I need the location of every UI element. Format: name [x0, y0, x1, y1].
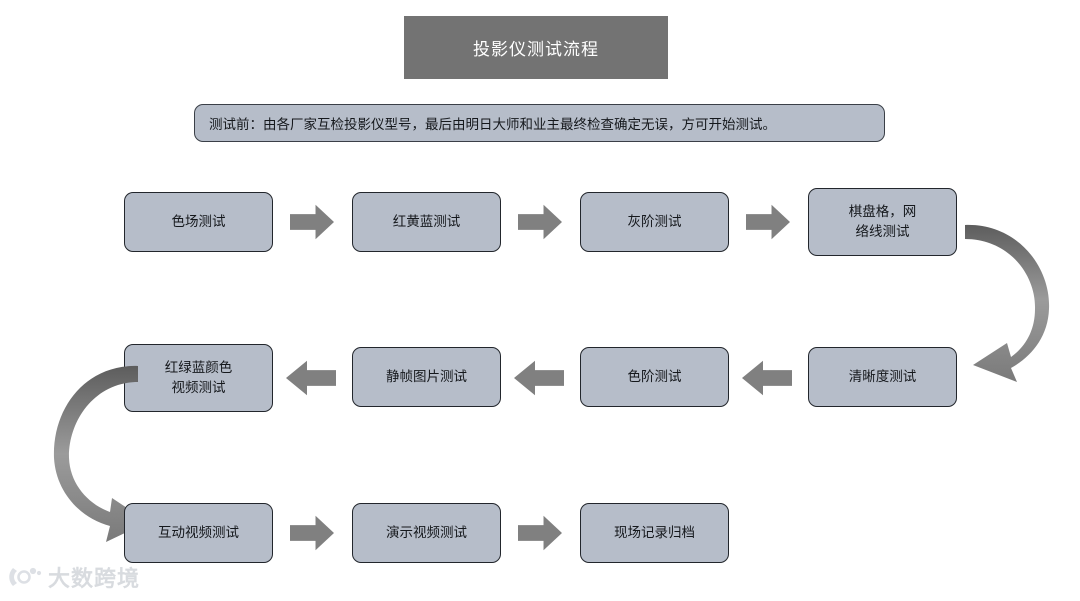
curve-arrow-right	[965, 224, 1050, 382]
flow-node-6[interactable]: 静帧图片测试	[352, 347, 501, 407]
flow-node-10[interactable]: 演示视频测试	[352, 503, 501, 563]
flow-node-label: 棋盘格，网 络线测试	[848, 204, 917, 239]
arrow-left-1	[742, 360, 792, 396]
flow-node-label: 灰阶测试	[627, 214, 682, 230]
flow-node-11[interactable]: 现场记录归档	[580, 503, 729, 563]
precondition-note-text: 测试前：由各厂家互检投影仪型号，最后由明日大师和业主最终检查确定无误，方可开始测…	[209, 117, 776, 132]
watermark-text: 大数跨境	[48, 566, 141, 591]
flow-node-2[interactable]: 红黄蓝测试	[352, 192, 501, 252]
arrow-left-3	[286, 360, 336, 396]
flow-node-label: 清晰度测试	[848, 369, 917, 385]
flow-node-label: 演示视频测试	[386, 525, 467, 541]
flow-node-5[interactable]: 红绿蓝颜色 视频测试	[124, 344, 273, 412]
title-banner: 投影仪测试流程	[404, 16, 668, 79]
arrow-left-2	[514, 360, 564, 396]
flow-node-label: 互动视频测试	[158, 525, 239, 541]
flow-node-4[interactable]: 棋盘格，网 络线测试	[808, 188, 957, 256]
page-title: 投影仪测试流程	[473, 40, 599, 59]
arrow-right-4	[290, 515, 334, 551]
watermark-logo-icon	[9, 567, 42, 586]
flow-node-label: 色场测试	[171, 214, 226, 230]
flow-node-8[interactable]: 清晰度测试	[808, 347, 957, 407]
flow-node-label: 静帧图片测试	[386, 369, 467, 385]
flow-node-label: 红绿蓝颜色 视频测试	[164, 360, 233, 395]
flow-node-label: 现场记录归档	[614, 525, 695, 541]
flow-node-9[interactable]: 互动视频测试	[124, 503, 273, 563]
watermark: 大数跨境	[8, 561, 140, 593]
flow-node-1[interactable]: 色场测试	[124, 192, 273, 252]
curve-arrow-left	[53, 365, 148, 542]
flow-node-3[interactable]: 灰阶测试	[580, 192, 729, 252]
flow-node-label: 色阶测试	[627, 369, 682, 385]
flow-node-label: 红黄蓝测试	[392, 214, 461, 230]
arrow-right-3	[746, 204, 790, 240]
arrow-right-2	[518, 204, 562, 240]
precondition-note-box: 测试前：由各厂家互检投影仪型号，最后由明日大师和业主最终检查确定无误，方可开始测…	[194, 104, 885, 142]
arrow-right-1	[290, 204, 334, 240]
flow-node-7[interactable]: 色阶测试	[580, 347, 729, 407]
arrow-right-5	[518, 515, 562, 551]
